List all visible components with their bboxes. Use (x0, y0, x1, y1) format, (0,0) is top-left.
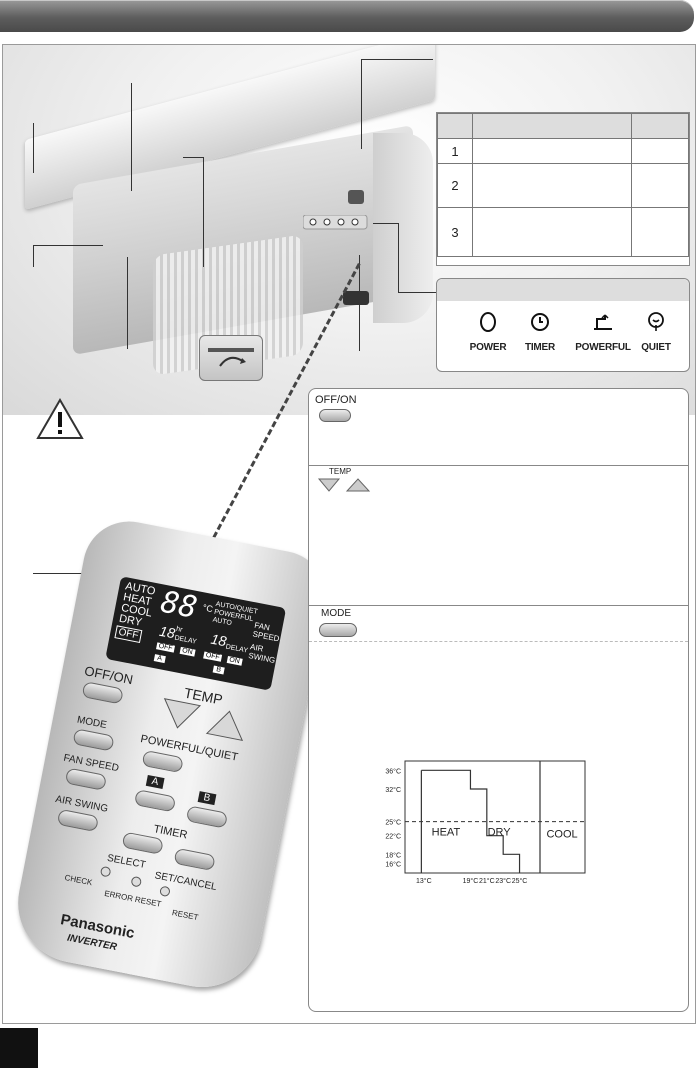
temp-up-button[interactable] (205, 708, 247, 741)
display-on-b: ON (226, 656, 243, 666)
indicator-label: POWER (469, 342, 507, 353)
error-reset-label: ERROR RESET (103, 888, 163, 909)
chart-x-tick-label: 21°C (479, 877, 495, 885)
timer-a-button[interactable] (133, 789, 177, 813)
display-delay: DELAY (225, 643, 249, 655)
indicator-timer: TIMER (519, 311, 561, 353)
chart-region-label: DRY (488, 827, 512, 839)
info-temp-label: TEMP (329, 467, 352, 476)
chart-region-label: COOL (546, 829, 577, 841)
chart-x-tick-label: 25°C (512, 877, 528, 885)
timer-a-label: A (145, 774, 165, 789)
unit-side (373, 133, 433, 323)
chart-x-tick-label: 19°C (463, 877, 479, 885)
temp-down-button[interactable] (160, 698, 202, 731)
chart-frame (404, 760, 586, 874)
leader-line (359, 255, 360, 351)
display-delay: DELAY (173, 634, 198, 646)
leader-line (33, 245, 34, 267)
display-temperature: 88 (157, 584, 200, 626)
indicator-panel: POWER TIMER POWERFUL QUIET (436, 278, 690, 372)
select-label: SELECT (106, 852, 147, 872)
chart-y-tick-label: 36°C (385, 767, 401, 775)
chart-y-tick-label: 18°C (385, 851, 401, 859)
display-hr: hr (175, 625, 183, 634)
leader-line (373, 223, 399, 224)
display-air-swing: AIR SWING (247, 642, 276, 666)
display-on-a: ON (179, 646, 196, 657)
leader-line (33, 123, 34, 173)
leader-line (203, 157, 204, 267)
timer-b-button[interactable] (185, 805, 229, 829)
page-number-block (0, 1028, 38, 1068)
section-divider (309, 465, 688, 466)
indicator-panel-header (437, 279, 689, 301)
table-row-num: 1 (437, 138, 473, 164)
reset-button[interactable] (159, 885, 171, 898)
chart-y-tick-label: 22°C (385, 833, 401, 841)
quiet-icon (648, 312, 664, 331)
auto-off-on-switch (348, 190, 364, 204)
reset-label: RESET (171, 908, 200, 923)
timer-off-button[interactable] (173, 847, 216, 872)
operation-table: 1 2 3 (436, 112, 690, 266)
info-temp-buttons (317, 478, 371, 492)
leader-line (398, 223, 399, 293)
indicator-label: POWERFUL (575, 342, 631, 353)
display-off-b: OFF (203, 651, 223, 662)
leader-line (131, 83, 132, 191)
chart-y-tick-label: 25°C (385, 819, 401, 827)
leader-line (361, 59, 362, 149)
indicator-power: POWER (467, 311, 509, 353)
error-reset-button[interactable] (130, 875, 143, 888)
display-off-a: OFF (156, 642, 176, 653)
chart-region-label: HEAT (432, 827, 461, 839)
operation-info-box: OFF/ON TEMP MODE HEAT DRY COOL 36°C 32°C 25°C… (308, 388, 689, 1012)
powerful-quiet-button[interactable] (141, 749, 184, 774)
indicator-label: QUIET (641, 342, 671, 353)
illustration-frame: 1 2 3 POWER TIMER POWERFUL QUIET (2, 44, 696, 1024)
mode-button[interactable] (72, 728, 115, 752)
table-row-num: 3 (437, 207, 473, 257)
info-offon-label: OFF/ON (315, 394, 357, 406)
chart-x-tick-label: 23°C (495, 877, 511, 885)
leader-line (183, 157, 203, 158)
filter-handle-inset (199, 335, 263, 381)
indicator-label: TIMER (524, 342, 556, 353)
power-icon (480, 312, 496, 332)
info-mode-button (319, 623, 357, 637)
section-divider (309, 641, 688, 642)
timer-b-label: B (197, 791, 217, 806)
leader-line (127, 257, 128, 349)
temp-buttons (160, 698, 247, 741)
indicator-leds (303, 215, 368, 230)
info-mode-label: MODE (321, 608, 351, 619)
warning-icon (36, 398, 84, 439)
operating-range-chart: HEAT DRY COOL 36°C 32°C 25°C 22°C 18°C 16°C 13°C 1… (385, 760, 586, 885)
table-row-num: 2 (437, 163, 473, 208)
display-unit: °C (201, 602, 214, 615)
display-timer-b-label: B (212, 665, 225, 675)
header-bar (0, 0, 694, 32)
chart-x-tick-label: 13°C (416, 877, 432, 885)
display-fan-speed: FAN SPEED (251, 620, 281, 644)
chart-y-tick-label: 16°C (385, 861, 401, 869)
remote-control: AUTO HEAT COOL DRY OFF 88 °C 18 hr DELAY… (7, 513, 335, 998)
chart-y-tick-label: 32°C (385, 786, 401, 794)
leader-line (398, 292, 436, 293)
indicator-quiet: QUIET (633, 311, 679, 353)
remote-signal-receiver (343, 291, 369, 305)
clock-icon (531, 313, 549, 331)
check-button[interactable] (99, 865, 112, 878)
indicator-powerful: POWERFUL (573, 311, 633, 353)
info-offon-button (319, 409, 351, 422)
check-label: CHECK (63, 873, 94, 888)
chart-step-line (421, 769, 521, 873)
leader-line (361, 59, 433, 60)
powerful-icon (594, 314, 612, 330)
section-divider (309, 605, 688, 606)
display-timer-a-label: A (153, 654, 166, 664)
leader-line (33, 245, 103, 246)
